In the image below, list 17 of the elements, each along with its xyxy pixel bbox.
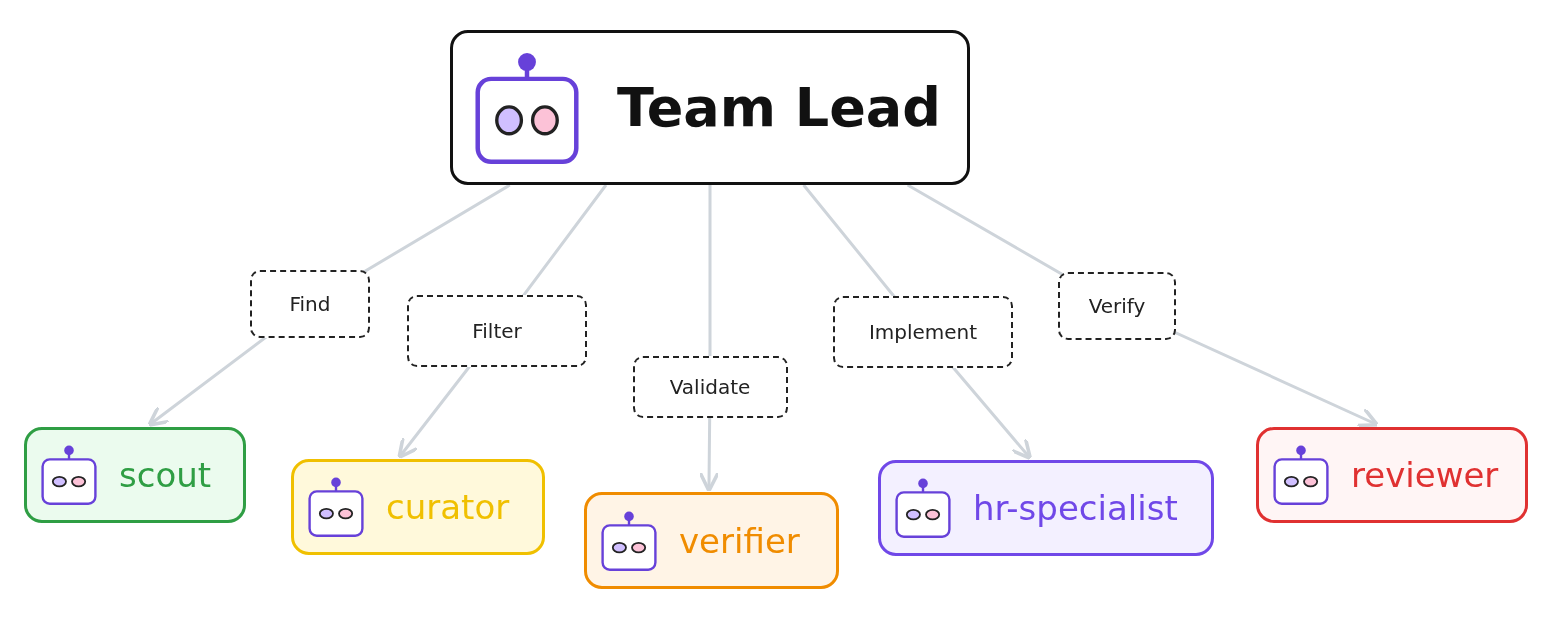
agent-name: scout <box>119 455 212 495</box>
agent-name: curator <box>386 487 510 527</box>
agent-box <box>584 492 839 589</box>
agent-name: verifier <box>679 520 800 561</box>
agent-name: hr-specialist <box>973 488 1178 528</box>
edge-label: Validate <box>632 356 788 418</box>
edge-label: Find <box>250 270 370 338</box>
edge-label: Verify <box>1058 272 1176 340</box>
edge-label: Filter <box>407 295 587 367</box>
agent-name: reviewer <box>1351 455 1499 495</box>
agent-box <box>878 460 1214 556</box>
edge-label: Implement <box>833 296 1013 368</box>
agent-box <box>1256 427 1528 523</box>
agent-box <box>24 427 246 523</box>
agent-name: Team Lead <box>617 76 941 139</box>
agent-box <box>291 459 545 555</box>
lead-agent-box <box>450 30 970 185</box>
